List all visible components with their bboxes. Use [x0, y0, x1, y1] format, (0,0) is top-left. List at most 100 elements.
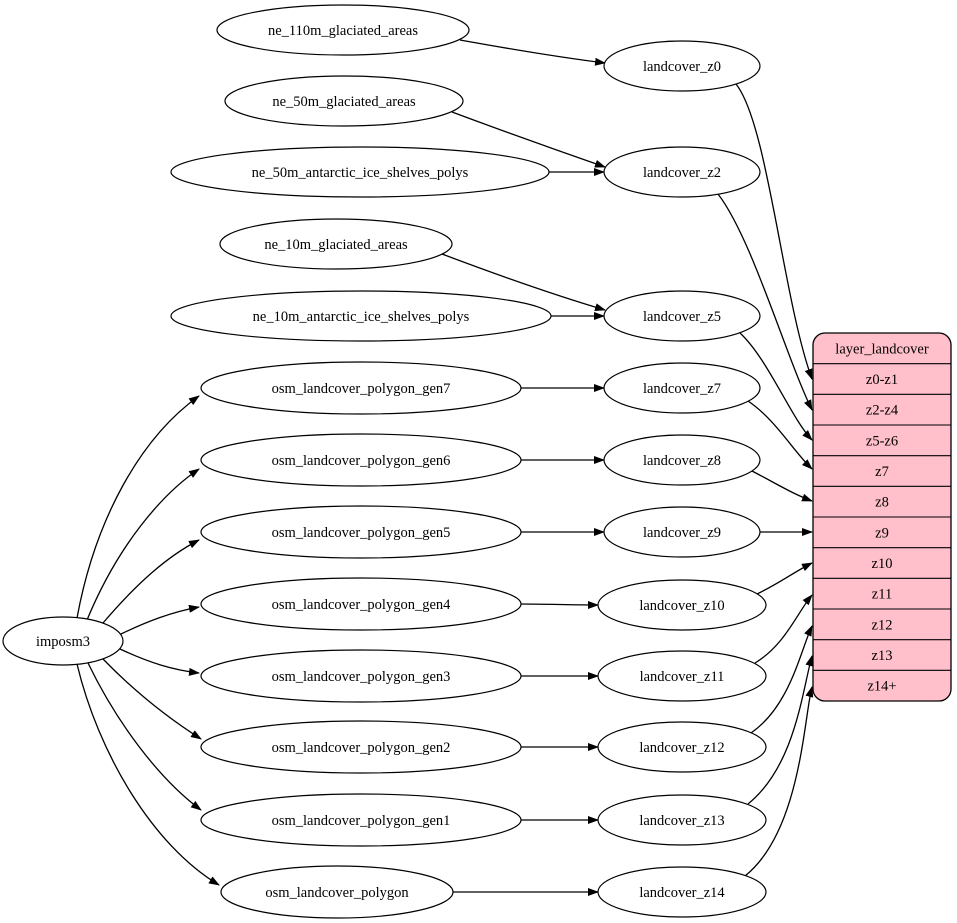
edge-landcover_z8-to-layer_landcover:z8 [751, 470, 813, 502]
node-osm_landcover_polygon_gen4: osm_landcover_polygon_gen4 [200, 577, 522, 631]
record-row: z0-z1 [866, 372, 898, 388]
record-row: z10 [872, 556, 893, 572]
node-ellipse [603, 146, 761, 198]
edge-landcover_z0-to-layer_landcover:z0-z1 [735, 83, 813, 380]
node-label: ne_50m_antarctic_ice_shelves_polys [252, 165, 469, 181]
edge-imposm3-to-osm_landcover_polygon_gen3 [119, 648, 200, 676]
node-label: ne_10m_antarctic_ice_shelves_polys [253, 309, 470, 325]
node-ellipse [200, 433, 522, 487]
node-ne_50m_antarctic_ice_shelves_polys: ne_50m_antarctic_ice_shelves_polys [170, 146, 550, 198]
edge-ne_110m_glaciated_areas-to-landcover_z0 [459, 39, 606, 66]
edge-landcover_z12-to-layer_landcover:z12 [750, 625, 813, 734]
record-row: z8 [875, 495, 889, 511]
record-layer_landcover: layer_landcoverz0-z1z2-z4z5-z6z7z8z9z10z… [812, 332, 952, 702]
node-ellipse [220, 865, 454, 919]
node-ellipse [603, 434, 761, 486]
node-label: osm_landcover_polygon_gen7 [272, 381, 451, 397]
node-ne_10m_antarctic_ice_shelves_polys: ne_10m_antarctic_ice_shelves_polys [170, 290, 552, 342]
node-ellipse [603, 40, 761, 92]
node-label: osm_landcover_polygon_gen6 [272, 453, 451, 469]
node-label: osm_landcover_polygon_gen3 [272, 669, 451, 685]
node-ellipse [200, 720, 522, 774]
node-osm_landcover_polygon_gen7: osm_landcover_polygon_gen7 [200, 361, 522, 415]
record-row: z13 [872, 648, 893, 664]
edge-landcover_z2-to-layer_landcover:z2-z4 [717, 193, 813, 411]
node-label: osm_landcover_polygon_gen5 [272, 525, 451, 541]
node-ellipse [200, 577, 522, 631]
edge-landcover_z10-to-layer_landcover:z10 [756, 562, 813, 595]
node-ellipse [597, 579, 767, 631]
node-label: landcover_z2 [643, 165, 721, 181]
node-ellipse [597, 650, 767, 702]
node-osm_landcover_polygon_gen3: osm_landcover_polygon_gen3 [200, 649, 522, 703]
edge-osm_landcover_polygon_gen4-to-landcover_z10 [520, 600, 599, 609]
node-ellipse [216, 4, 470, 56]
edge-landcover_z13-to-layer_landcover:z13 [747, 655, 814, 805]
node-label: osm_landcover_polygon [265, 885, 409, 901]
node-landcover_z12: landcover_z12 [597, 721, 767, 773]
node-landcover_z0: landcover_z0 [603, 40, 761, 92]
node-osm_landcover_polygon_gen5: osm_landcover_polygon_gen5 [200, 505, 522, 559]
node-ellipse [603, 362, 761, 414]
node-ellipse [200, 649, 522, 703]
edge-imposm3-to-osm_landcover_polygon [76, 663, 220, 886]
node-label: landcover_z7 [643, 381, 721, 397]
edge-imposm3-to-osm_landcover_polygon_gen6 [86, 468, 200, 621]
record-row: z14+ [867, 679, 896, 695]
edge-imposm3-to-osm_landcover_polygon_gen7 [76, 395, 200, 619]
node-ellipse [200, 793, 522, 847]
node-ellipse [603, 506, 761, 558]
edge-landcover_z7-to-layer_landcover:z7 [747, 400, 813, 470]
node-ellipse [200, 505, 522, 559]
node-landcover_z11: landcover_z11 [597, 650, 767, 702]
edge-imposm3-to-osm_landcover_polygon_gen4 [120, 604, 200, 635]
node-ellipse [597, 866, 767, 918]
node-label: imposm3 [36, 634, 90, 650]
node-label: ne_10m_glaciated_areas [264, 237, 408, 253]
record-title: layer_landcover [835, 341, 929, 357]
node-landcover_z10: landcover_z10 [597, 579, 767, 631]
node-ellipse [224, 75, 464, 127]
edge-ne_50m_glaciated_areas-to-landcover_z2 [451, 111, 606, 168]
node-landcover_z5: landcover_z5 [603, 290, 761, 342]
node-ellipse [597, 721, 767, 773]
node-ellipse [2, 616, 124, 666]
node-landcover_z9: landcover_z9 [603, 506, 761, 558]
node-ellipse [200, 361, 522, 415]
node-label: landcover_z9 [643, 525, 721, 541]
edge-landcover_z5-to-layer_landcover:z5-z6 [739, 332, 813, 441]
node-osm_landcover_polygon_gen2: osm_landcover_polygon_gen2 [200, 720, 522, 774]
node-label: osm_landcover_polygon_gen4 [272, 597, 452, 613]
node-label: osm_landcover_polygon_gen1 [272, 813, 451, 829]
edge-imposm3-to-osm_landcover_polygon_gen5 [102, 539, 200, 624]
node-label: landcover_z13 [639, 813, 724, 829]
record-row: z7 [875, 464, 889, 480]
node-landcover_z14: landcover_z14 [597, 866, 767, 918]
node-label: landcover_z11 [640, 669, 725, 685]
node-label: ne_110m_glaciated_areas [268, 23, 418, 39]
node-label: landcover_z12 [639, 740, 724, 756]
node-osm_landcover_polygon_gen6: osm_landcover_polygon_gen6 [200, 433, 522, 487]
record-row: z11 [872, 587, 892, 603]
node-label: landcover_z14 [639, 885, 725, 901]
node-ne_110m_glaciated_areas: ne_110m_glaciated_areas [216, 4, 470, 56]
edge-landcover_z14-to-layer_landcover:z14+ [744, 686, 814, 877]
node-landcover_z13: landcover_z13 [597, 794, 767, 846]
node-ne_10m_glaciated_areas: ne_10m_glaciated_areas [219, 218, 453, 270]
edge-imposm3-to-osm_landcover_polygon_gen1 [87, 662, 202, 811]
record-row: z12 [872, 617, 893, 633]
edge-imposm3-to-osm_landcover_polygon_gen2 [102, 658, 202, 740]
edge-ne_10m_glaciated_areas-to-landcover_z5 [441, 253, 606, 311]
node-osm_landcover_polygon_gen1: osm_landcover_polygon_gen1 [200, 793, 522, 847]
node-label: ne_50m_glaciated_areas [272, 94, 416, 110]
node-label: landcover_z0 [643, 59, 721, 75]
node-ellipse [219, 218, 453, 270]
record-row: z9 [875, 525, 889, 541]
node-ellipse [170, 290, 552, 342]
node-landcover_z7: landcover_z7 [603, 362, 761, 414]
node-ellipse [603, 290, 761, 342]
node-landcover_z8: landcover_z8 [603, 434, 761, 486]
node-label: landcover_z5 [643, 309, 721, 325]
